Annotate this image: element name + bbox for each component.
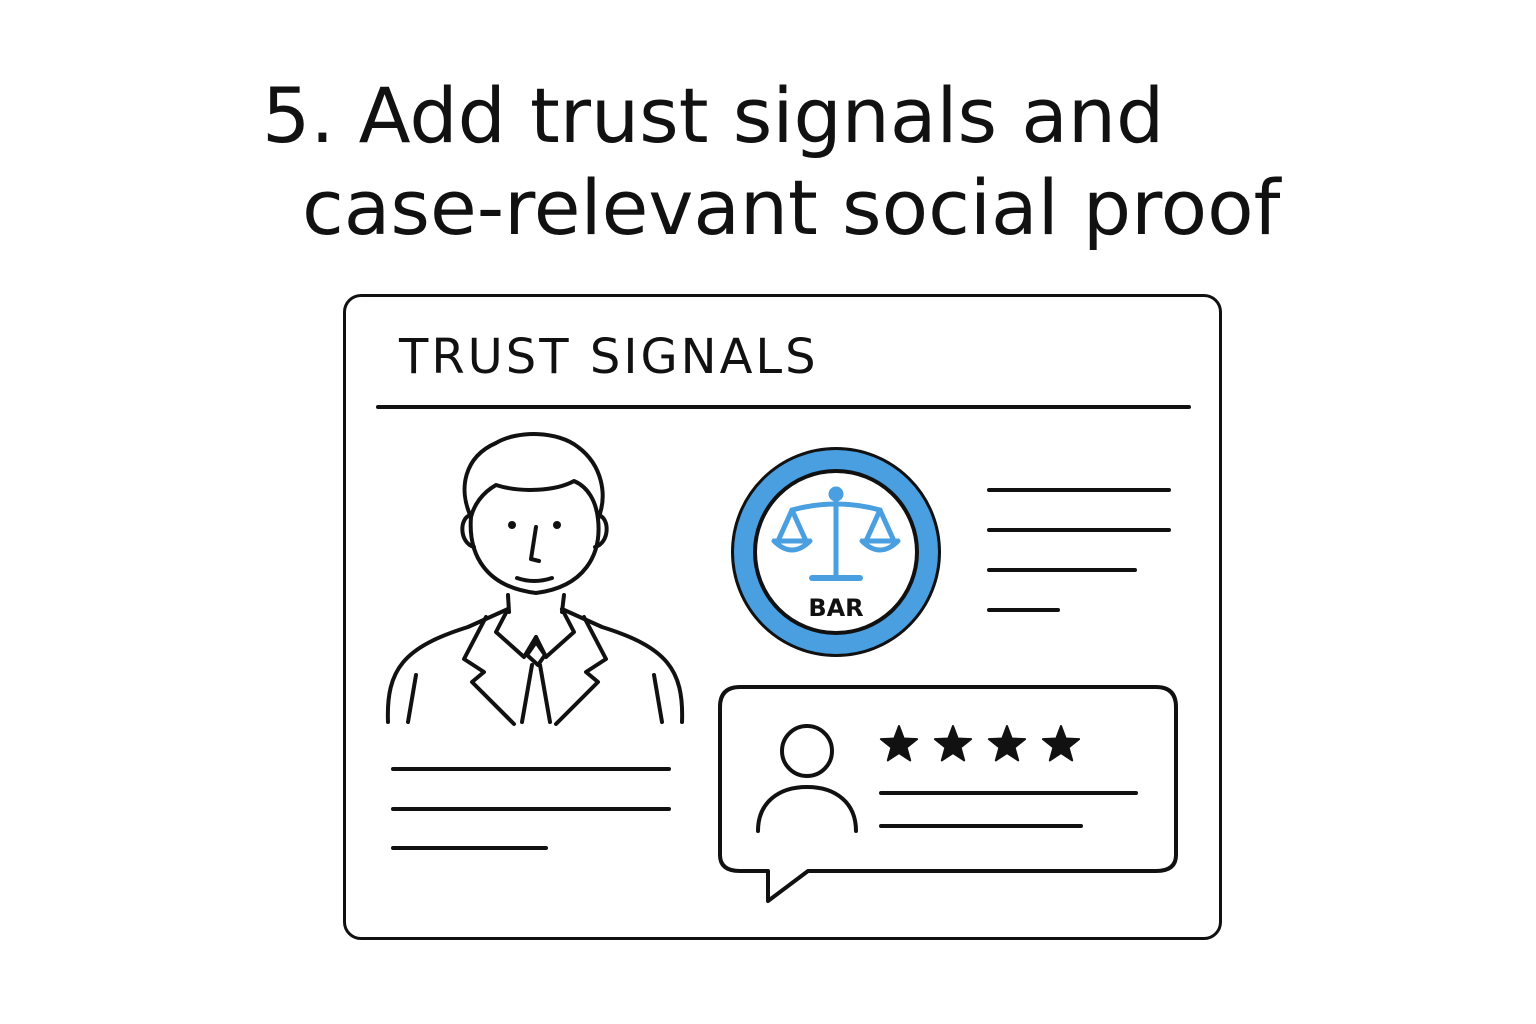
attorney-portrait-icon xyxy=(385,432,685,726)
trust-signals-card: TRUST SIGNALS xyxy=(343,294,1222,940)
credential-info-lines xyxy=(987,488,1171,612)
star-rating xyxy=(879,725,1081,762)
attorney-info-lines xyxy=(391,767,671,850)
card-illustration: BAR xyxy=(376,405,1191,903)
card-title: TRUST SIGNALS xyxy=(399,329,819,385)
user-avatar-icon xyxy=(756,724,858,833)
bar-association-badge: BAR xyxy=(731,447,941,657)
star-icon xyxy=(933,725,973,762)
star-icon xyxy=(1041,725,1081,762)
scales-of-justice-icon xyxy=(771,486,901,581)
page-heading: 5. Add trust signals and case-relevant s… xyxy=(0,0,1536,270)
star-icon xyxy=(987,725,1027,762)
heading-line-2: case-relevant social proof xyxy=(302,163,1281,252)
review-bubble xyxy=(718,685,1178,903)
heading-line-1: 5. Add trust signals and xyxy=(262,71,1165,160)
star-icon xyxy=(879,725,919,762)
bar-label: BAR xyxy=(808,594,863,622)
review-text-lines xyxy=(879,791,1138,828)
